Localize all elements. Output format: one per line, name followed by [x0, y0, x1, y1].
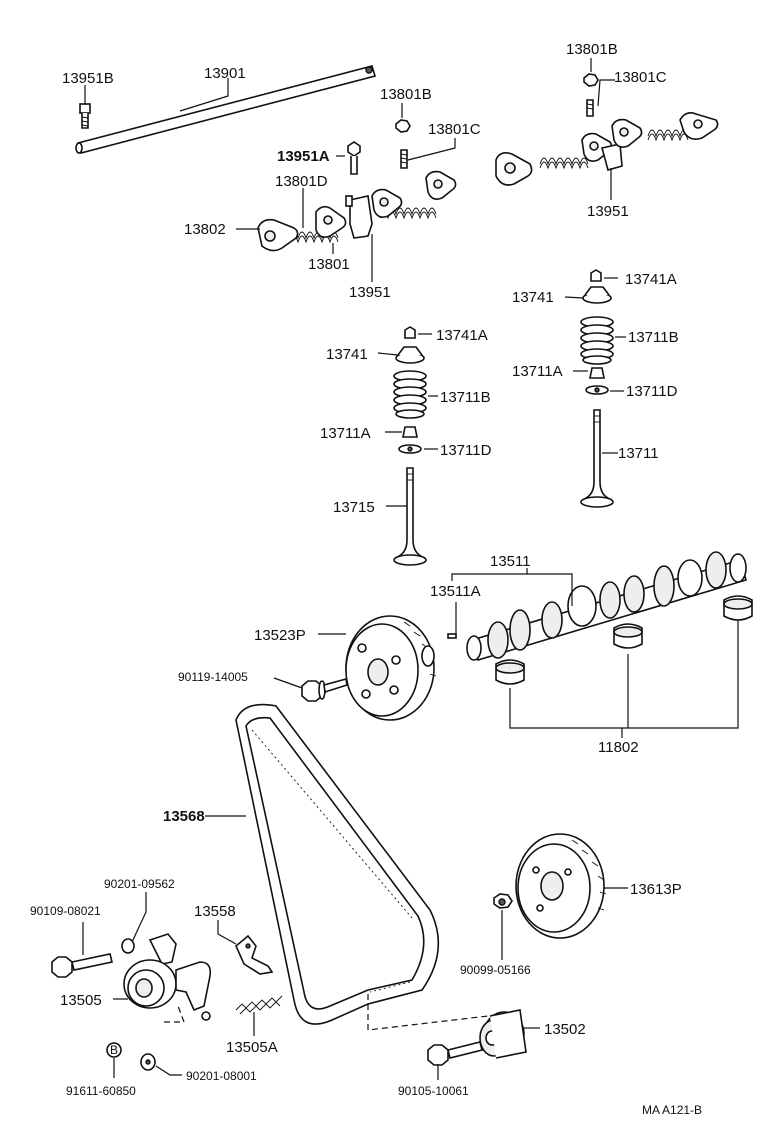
label-13505A: 13505A — [226, 1039, 278, 1056]
crankshaft-timing-pulley — [515, 833, 607, 939]
label-13711: 13711 — [618, 445, 659, 462]
label-13558: 13558 — [194, 903, 236, 920]
camshaft-bearings — [495, 595, 753, 685]
valve-stack-left — [393, 326, 427, 566]
label-13801D: 13801D — [275, 173, 328, 190]
washer-90201-09562 — [121, 938, 135, 954]
b-marker-text: B — [110, 1043, 118, 1057]
label-13523P: 13523P — [254, 627, 306, 644]
label-91611-60850: 91611-60850 — [66, 1084, 136, 1098]
label-90109-08021: 90109-08021 — [30, 904, 101, 918]
bolt-90119-14005 — [301, 677, 348, 702]
adjusting-screw-13801C-left — [400, 149, 408, 169]
label-13801C-left: 13801C — [428, 121, 481, 138]
idler-pulley — [479, 1009, 527, 1059]
rocker-arm-assembly-right — [495, 112, 719, 186]
timing-belt — [235, 703, 440, 1025]
label-90201-08001: 90201-08001 — [186, 1069, 257, 1083]
diagram-code: MA A121-B — [642, 1103, 702, 1117]
label-13715: 13715 — [333, 499, 375, 516]
rocker-arm-assembly-left — [257, 170, 457, 252]
label-13951-left: 13951 — [349, 284, 391, 301]
valve-stack-right — [580, 269, 614, 508]
adjusting-screw-13801C-right — [586, 99, 594, 117]
label-13901: 13901 — [204, 65, 246, 82]
label-13801B-left: 13801B — [380, 86, 432, 103]
label-90119-14005: 90119-14005 — [178, 670, 248, 684]
label-13613P: 13613P — [630, 881, 682, 898]
label-90105-10061: 90105-10061 — [398, 1084, 469, 1098]
spring-13505A — [235, 995, 283, 1015]
nut-13801B-right — [583, 73, 599, 87]
label-13802: 13802 — [184, 221, 226, 238]
bolt-13951B — [79, 103, 91, 129]
pin-13511A — [447, 633, 457, 639]
label-13951B: 13951B — [62, 70, 114, 87]
camshaft-timing-pulley — [345, 615, 437, 721]
label-13801B-right: 13801B — [566, 41, 618, 58]
label-13711D-left: 13711D — [440, 442, 492, 459]
bolt-90109-08021 — [51, 953, 113, 978]
label-13511: 13511 — [490, 553, 531, 570]
nut-13801B-left — [395, 119, 411, 133]
label-11802: 11802 — [598, 739, 639, 756]
label-13511A: 13511A — [430, 583, 481, 600]
label-13502: 13502 — [544, 1021, 586, 1038]
label-13801C-right: 13801C — [614, 69, 667, 86]
label-13741-left: 13741 — [326, 346, 368, 363]
camshaft — [466, 551, 747, 661]
label-13711B-right: 13711B — [628, 329, 679, 346]
label-13711B-left: 13711B — [440, 389, 491, 406]
label-13741A-right: 13741A — [625, 271, 677, 288]
label-13711A-right: 13711A — [512, 363, 563, 380]
bolt-13951A — [347, 141, 361, 175]
nut-90099-05166 — [493, 893, 513, 909]
bracket-13558 — [235, 934, 274, 975]
label-90099-05166: 90099-05166 — [460, 963, 531, 977]
label-13951A: 13951A — [277, 148, 330, 165]
label-13711A-left: 13711A — [320, 425, 371, 442]
tensioner-assembly — [123, 933, 212, 1021]
bolt-90105-10061 — [427, 1041, 483, 1066]
label-13568: 13568 — [163, 808, 205, 825]
label-13711D-right: 13711D — [626, 383, 678, 400]
label-13801: 13801 — [308, 256, 350, 273]
label-13741-right: 13741 — [512, 289, 554, 306]
label-13741A-left: 13741A — [436, 327, 488, 344]
label-13505: 13505 — [60, 992, 102, 1009]
b-marker: B — [106, 1042, 122, 1058]
label-90201-09562: 90201-09562 — [104, 877, 175, 891]
rocker-shaft — [75, 65, 377, 154]
label-13951-right: 13951 — [587, 203, 629, 220]
